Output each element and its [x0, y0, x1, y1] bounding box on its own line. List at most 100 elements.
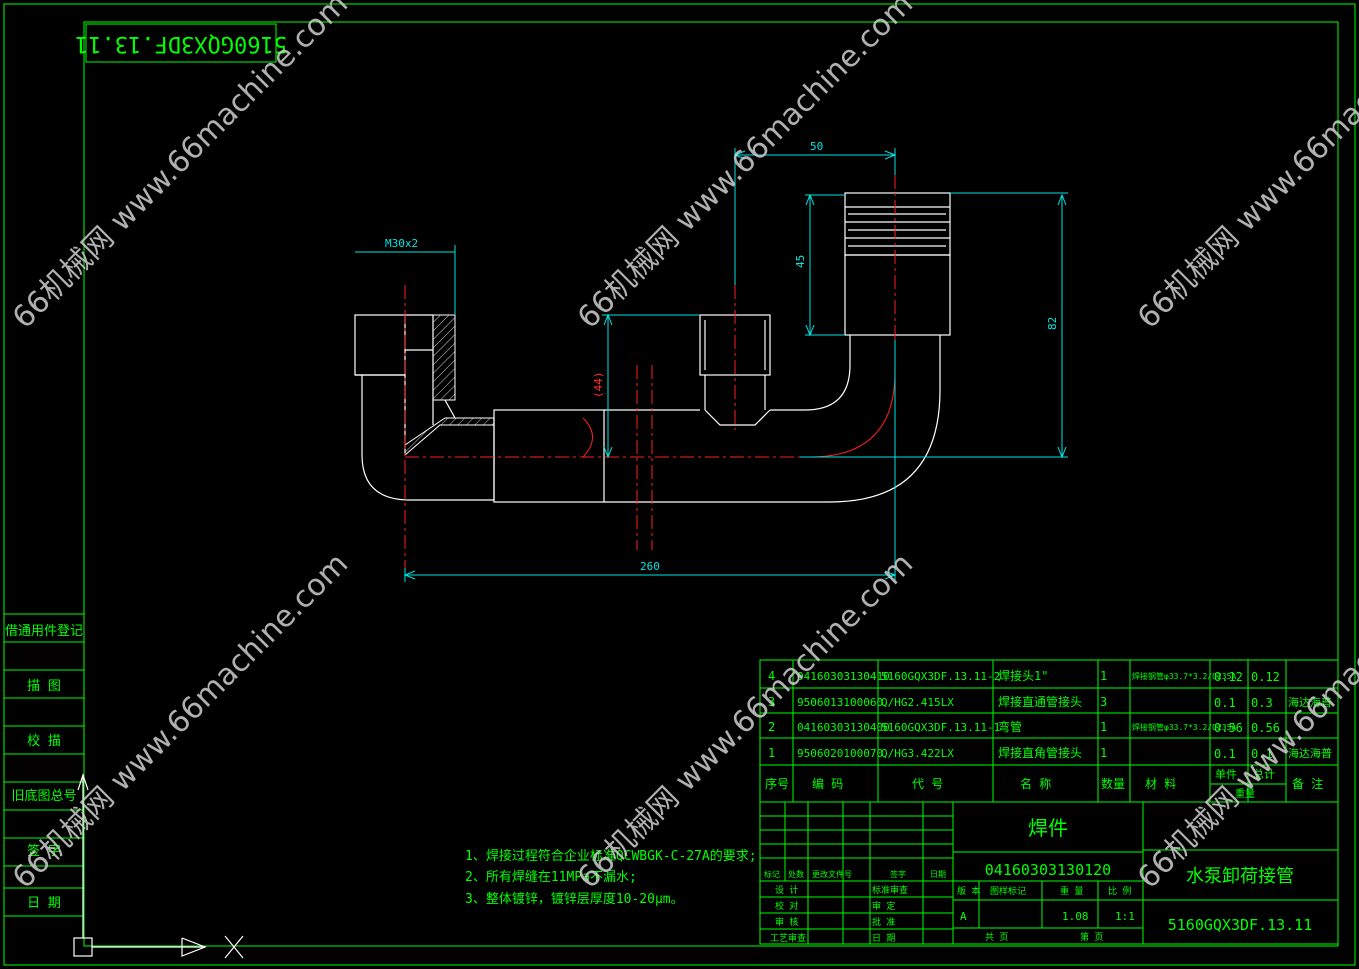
rev-h-3: 签字: [890, 869, 906, 879]
watermark-3: 66机械网 www.66machine.com: [1131, 0, 1359, 336]
dim-top-width: 50: [810, 140, 823, 153]
sign-0-a: 设 计: [775, 884, 798, 896]
bom-r3-ref: Q/HG3.422LX: [881, 747, 954, 760]
part-geometry: [354, 192, 951, 503]
bom-r2-total: 0.56: [1251, 721, 1280, 735]
bom-h-ref: 代 号: [912, 777, 943, 791]
inner-border: [83, 21, 1339, 947]
strip-label-4: 签 字: [27, 843, 61, 859]
bom-r0-unit: 0.12: [1214, 670, 1243, 684]
bom-r3-no: 1: [768, 746, 775, 760]
bom-h-total: 总计: [1253, 767, 1275, 781]
bom-r1-total: 0.3: [1251, 696, 1273, 710]
bom-r1-note: 海达海普: [1288, 695, 1332, 709]
sign-0-c: 标准审查: [872, 884, 908, 896]
stage-h-1: 图样标记: [990, 885, 1026, 897]
centerlines: [404, 175, 896, 580]
bom-r3-code: 9506020100070: [797, 747, 883, 760]
stage-v-3: 1:1: [1115, 910, 1135, 923]
bom-r2-qty: 1: [1100, 720, 1107, 734]
bom-r1-code: 9506013100060: [797, 696, 883, 709]
strip-label-1: 描 图: [27, 679, 61, 694]
sign-2-c: 批 准: [872, 916, 895, 928]
strip-label-3: 旧底图总号: [11, 788, 76, 804]
bom-r1-no: 3: [768, 695, 775, 709]
bom-r0-mat: 焊接钢管φ33.7*3.2/Q235A: [1132, 671, 1236, 681]
sheet-total: 共 页: [985, 932, 1008, 943]
bom-h-name: 名 称: [1020, 776, 1051, 791]
bom-h-note: 备 注: [1292, 776, 1323, 791]
watermark-2: 66机械网 www.66machine.com: [571, 0, 920, 336]
stage-h-3: 比 例: [1108, 885, 1131, 897]
bom-r2-code: 04160303130400: [797, 721, 890, 734]
bom-r3-note: 海达海普: [1288, 746, 1332, 760]
drawing-number-box: 5160GQX3DF.13.11: [75, 23, 287, 63]
bom-r1-qty: 3: [1100, 695, 1107, 709]
sign-3-a: 工艺审查: [770, 932, 806, 944]
title-part-code: 04160303130120: [985, 861, 1111, 879]
bom-r2-ref: 5160GQX3DF.13.11-1: [881, 721, 1000, 734]
dim-total-height: 82: [1046, 317, 1059, 330]
svg-text:5160GQX3DF.13.11: 5160GQX3DF.13.11: [75, 31, 287, 56]
rev-h-4: 日期: [930, 870, 946, 879]
sign-1-c: 审 定: [872, 900, 895, 912]
dim-total-length: 260: [640, 560, 660, 573]
rev-h-1: 处数: [788, 869, 804, 879]
technical-notes: 1、焊接过程符合企业标准QCWBGK-C-27A的要求; 2、所有焊缝在11MP…: [465, 848, 757, 907]
bom-r3-total: 0.1: [1251, 747, 1273, 761]
note-1: 1、焊接过程符合企业标准QCWBGK-C-27A的要求;: [465, 848, 757, 864]
bom-h-mat: 材 料: [1145, 777, 1176, 791]
bom-h-no: 序号: [765, 776, 789, 791]
bom-r0-qty: 1: [1100, 669, 1107, 683]
watermarks: 66机械网 www.66machine.com 66机械网 www.66mach…: [6, 0, 1359, 896]
bom-r0-no: 4: [768, 669, 775, 683]
bom-r2-mat: 焊接钢管φ33.7*3.2/Q235A: [1132, 722, 1236, 732]
bom-h-qty: 数量: [1101, 776, 1125, 791]
bom-r0-total: 0.12: [1251, 670, 1280, 684]
bom-r1-ref: Q/HG2.415LX: [881, 696, 954, 709]
bom-h-weight: 重量: [1235, 787, 1255, 800]
outer-border: [3, 3, 1356, 966]
sign-2-a: 审 核: [775, 916, 798, 928]
watermark-6: 66机械网 www.66machine.com: [1131, 546, 1359, 895]
strip-label-2: 校 描: [27, 733, 61, 749]
left-strip: 借通用件登记 描 图 校 描 旧底图总号 签 字 日 期: [3, 613, 85, 917]
sheet-index: 第 页: [1080, 931, 1103, 943]
note-3: 3、整体镀锌，镀锌层厚度10-20μm。: [465, 891, 684, 907]
bom-r3-unit: 0.1: [1214, 747, 1236, 761]
bom-r1-unit: 0.1: [1214, 696, 1236, 710]
stage-h-0: 版 本: [957, 885, 980, 897]
dim-offset: (44): [592, 372, 605, 399]
bom-r1-name: 焊接直通管接头: [998, 694, 1082, 709]
bom-r0-name: 焊接头1": [998, 668, 1048, 683]
dim-pipe-height: 45: [794, 255, 807, 268]
stage-v-2: 1.08: [1062, 910, 1089, 923]
sign-3-c: 日 期: [872, 933, 895, 944]
bom-table: 4 04160303130410 5160GQX3DF.13.11-2 焊接头1…: [759, 659, 1339, 803]
title-part-name: 水泵卸荷接管: [1186, 866, 1294, 887]
bom-r2-unit: 0.56: [1214, 721, 1243, 735]
bom-r0-code: 04160303130410: [797, 670, 890, 683]
rev-h-2: 更改文件号: [812, 869, 852, 879]
bom-r0-ref: 5160GQX3DF.13.11-2: [881, 670, 1000, 683]
rev-h-0: 标记: [764, 869, 780, 879]
bom-r2-no: 2: [768, 720, 775, 734]
title-type: 焊件: [1028, 816, 1068, 840]
bom-r3-name: 焊接直角管接头: [998, 745, 1082, 760]
ucs-icon: [73, 773, 244, 959]
stage-v-0: A: [960, 910, 967, 923]
title-block: 标记 处数 更改文件号 签字 日期 设 计 标准审查 校 对 审 定 审 核 批…: [759, 801, 1339, 945]
title-drawing-no: 5160GQX3DF.13.11: [1168, 916, 1313, 934]
bom-h-unit: 单件: [1215, 768, 1237, 781]
note-2: 2、所有焊缝在11MPa不漏水;: [465, 869, 637, 885]
bom-r2-name: 弯管: [998, 719, 1022, 734]
dimensions: M30x2 50 45 82 (44) 260: [355, 140, 1068, 582]
bom-h-code: 编 码: [812, 776, 843, 791]
strip-label-5: 日 期: [27, 896, 61, 911]
bom-r3-qty: 1: [1100, 746, 1107, 760]
strip-label-0: 借通用件登记: [5, 624, 83, 639]
sign-1-a: 校 对: [775, 900, 798, 912]
stage-h-2: 重 量: [1060, 885, 1083, 897]
watermark-4: 66机械网 www.66machine.com: [6, 546, 355, 895]
